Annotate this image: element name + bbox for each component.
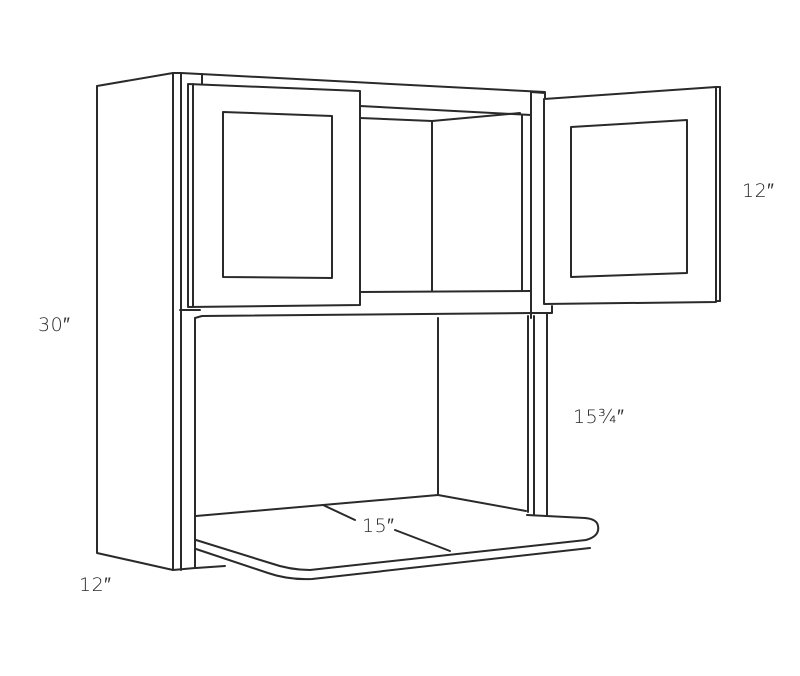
left-side-panel [96, 72, 174, 571]
middle-rail [179, 305, 553, 319]
microwave-opening-height-label: 15¾″ [573, 406, 625, 428]
face-frame-left-stile [172, 72, 196, 571]
cabinet-depth-label: 12″ [79, 574, 112, 596]
left-door [187, 83, 361, 308]
upper-door-height-label: 12″ [742, 180, 775, 202]
lower-opening [195, 313, 548, 517]
overall-height-label: 30″ [38, 314, 71, 336]
shelf-depth-label: 15″ [362, 515, 395, 537]
cabinet-top [180, 72, 546, 93]
right-door [543, 86, 721, 305]
microwave-tray [195, 514, 600, 581]
upper-interior [359, 91, 546, 319]
shelf-depth-leader [322, 504, 451, 552]
